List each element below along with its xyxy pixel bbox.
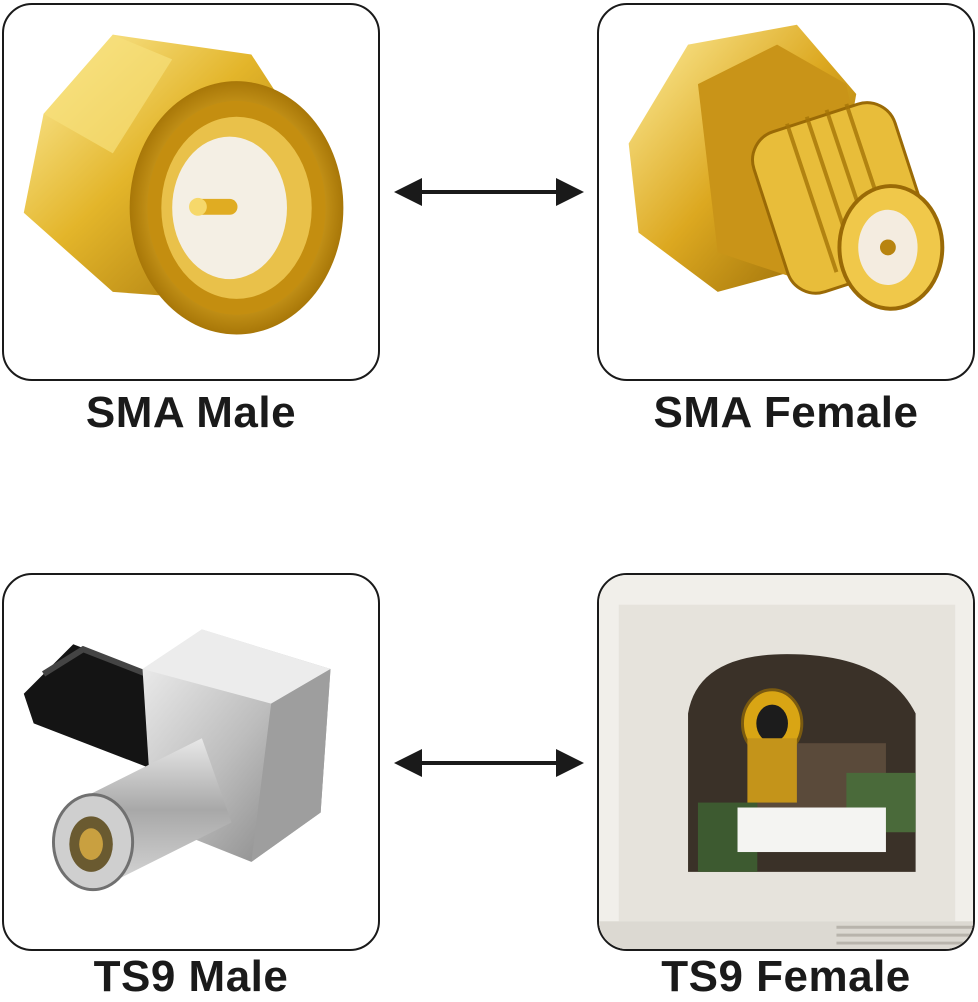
sma-male-label: SMA Male [85,388,297,437]
ts9-male-label: TS9 Male [93,952,289,1001]
ts9-female-socket-photo [599,575,973,949]
sma-female-label: SMA Female [653,388,919,437]
sma-male-connector-photo [23,34,344,335]
sma-female-card [597,3,975,381]
double-headed-arrow-icon [394,749,584,777]
ts9-male-card [2,573,380,951]
sma-female-connector-photo [628,24,945,311]
ts9-female-card [597,573,975,951]
ts9-male-connector-photo [23,629,331,892]
ts9-female-label: TS9 Female [661,952,911,1001]
sma-male-card [2,3,380,381]
double-headed-arrow-icon [394,178,584,206]
